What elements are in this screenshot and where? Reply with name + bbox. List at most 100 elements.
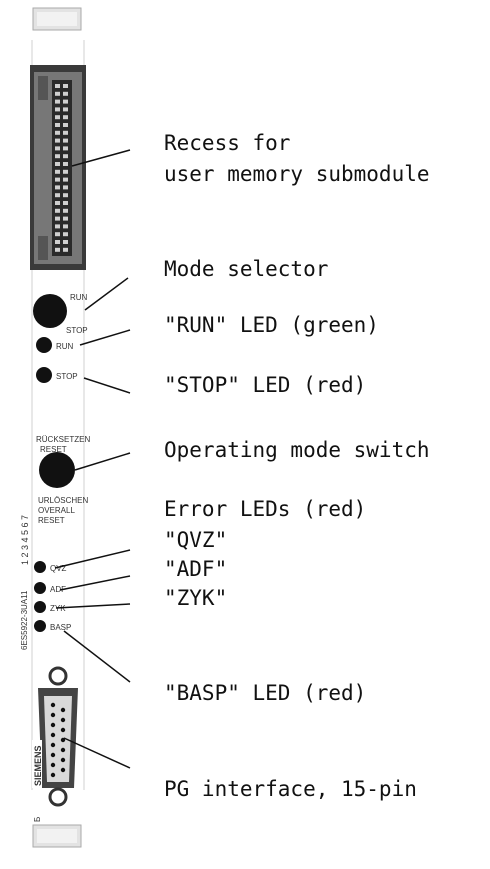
connector-pin bbox=[55, 99, 60, 104]
code-strip: 1 2 3 4 5 6 7 bbox=[20, 515, 30, 565]
connector-pin bbox=[63, 216, 68, 221]
ruecksetzen-label: RÜCKSETZEN bbox=[36, 435, 90, 444]
connector-pin bbox=[55, 185, 60, 190]
basp-led bbox=[34, 620, 46, 632]
connector-pin bbox=[55, 154, 60, 159]
connector-pin bbox=[63, 193, 68, 198]
connector-pin bbox=[63, 224, 68, 229]
pg-pin bbox=[50, 742, 56, 748]
connector-pin bbox=[63, 208, 68, 213]
adf-led-label: ADF bbox=[50, 585, 66, 594]
connector-pin bbox=[55, 193, 60, 198]
mode-stop-label: STOP bbox=[66, 326, 88, 335]
operating-mode-switch-knob[interactable] bbox=[39, 452, 75, 488]
connector-pin bbox=[63, 247, 68, 252]
leader-pg-interface bbox=[63, 737, 131, 769]
top-latch-inner bbox=[37, 12, 77, 26]
mode-selector-knob[interactable] bbox=[33, 294, 67, 328]
pg-pin bbox=[60, 727, 66, 733]
part-number: 6ES5922-3UA11 bbox=[20, 590, 29, 650]
leader-lines bbox=[54, 149, 131, 769]
pg-pin bbox=[60, 747, 66, 753]
callout-labels: Recess for user memory submodule Mode se… bbox=[164, 131, 430, 801]
connector-pin bbox=[55, 91, 60, 96]
callout-pg-interface: PG interface, 15-pin bbox=[164, 777, 417, 801]
bottom-mark: Б bbox=[33, 817, 42, 822]
callout-error-leds: Error LEDs (red) bbox=[164, 497, 366, 521]
callout-stop-led: "STOP" LED (red) bbox=[164, 373, 366, 397]
pg-pin bbox=[60, 737, 66, 743]
connector-pin bbox=[55, 201, 60, 205]
connector-pin bbox=[55, 240, 60, 244]
urloeschen-label: URLÖSCHEN bbox=[38, 496, 88, 505]
connector-pin bbox=[63, 177, 68, 182]
connector-pin bbox=[63, 240, 68, 244]
connector-pin bbox=[63, 154, 68, 159]
leader-basp bbox=[63, 630, 131, 683]
connector-pin bbox=[55, 232, 60, 237]
connector-pin bbox=[63, 115, 68, 120]
memory-submodule-recess bbox=[30, 65, 86, 270]
zyk-led bbox=[34, 601, 46, 613]
callout-recess-line2: user memory submodule bbox=[164, 162, 430, 186]
connector-pin bbox=[55, 224, 60, 229]
connector-pin bbox=[55, 138, 60, 143]
pg-pin bbox=[50, 702, 56, 708]
pg-pin bbox=[60, 757, 66, 763]
connector-pin bbox=[63, 169, 68, 174]
pg-pin bbox=[50, 772, 56, 778]
connector-pin bbox=[55, 146, 60, 151]
callout-qvz: "QVZ" bbox=[164, 528, 227, 552]
pg-pin bbox=[50, 712, 56, 718]
leader-qvz bbox=[54, 549, 131, 569]
bottom-latch-inner bbox=[37, 829, 77, 843]
connector-pin bbox=[55, 216, 60, 221]
connector-pin bbox=[55, 208, 60, 213]
pg-interface-pins bbox=[50, 702, 66, 778]
module-front-panel: RUN STOP RUN STOP RÜCKSETZEN RESET URLÖS… bbox=[20, 7, 90, 848]
reset2-label: RESET bbox=[38, 516, 65, 525]
siemens-logo: SIEMENS bbox=[33, 745, 43, 786]
connector-pin bbox=[55, 247, 60, 252]
run-led-label: RUN bbox=[56, 342, 74, 351]
leader-operating-mode-switch bbox=[74, 452, 131, 471]
callout-operating-mode-switch: Operating mode switch bbox=[164, 438, 430, 462]
mode-run-label: RUN bbox=[70, 293, 88, 302]
leader-recess bbox=[71, 149, 131, 167]
stop-led-label: STOP bbox=[56, 372, 78, 381]
stop-led bbox=[36, 367, 52, 383]
pg-pin bbox=[50, 732, 56, 738]
basp-led-label: BASP bbox=[50, 623, 71, 632]
leader-run-led bbox=[79, 329, 131, 346]
pg-pin bbox=[60, 717, 66, 723]
leader-adf bbox=[59, 575, 131, 591]
connector-pin bbox=[63, 99, 68, 104]
connector-pin bbox=[63, 138, 68, 143]
qvz-led bbox=[34, 561, 46, 573]
connector-pin bbox=[55, 177, 60, 182]
pg-pin bbox=[50, 762, 56, 768]
pg-interface-connector[interactable] bbox=[38, 666, 78, 807]
connector-pin bbox=[55, 169, 60, 174]
connector-pin bbox=[55, 84, 60, 88]
connector-pin bbox=[63, 91, 68, 96]
connector-pin bbox=[55, 107, 60, 112]
run-led bbox=[36, 337, 52, 353]
callout-zyk: "ZYK" bbox=[164, 586, 227, 610]
leader-stop-led bbox=[83, 377, 131, 394]
connector-pin bbox=[55, 162, 60, 166]
callout-mode-selector: Mode selector bbox=[164, 257, 328, 281]
pg-pin bbox=[50, 722, 56, 728]
connector-pin bbox=[63, 84, 68, 88]
connector-pin bbox=[55, 130, 60, 135]
pg-pin bbox=[50, 752, 56, 758]
leader-mode-selector bbox=[84, 277, 129, 311]
connector-pin bbox=[63, 107, 68, 112]
callout-adf: "ADF" bbox=[164, 557, 227, 581]
leader-zyk bbox=[55, 603, 131, 609]
connector-pin bbox=[63, 201, 68, 205]
qvz-led-label: QVZ bbox=[50, 564, 67, 573]
overall-label: OVERALL bbox=[38, 506, 75, 515]
connector-pin bbox=[55, 115, 60, 120]
